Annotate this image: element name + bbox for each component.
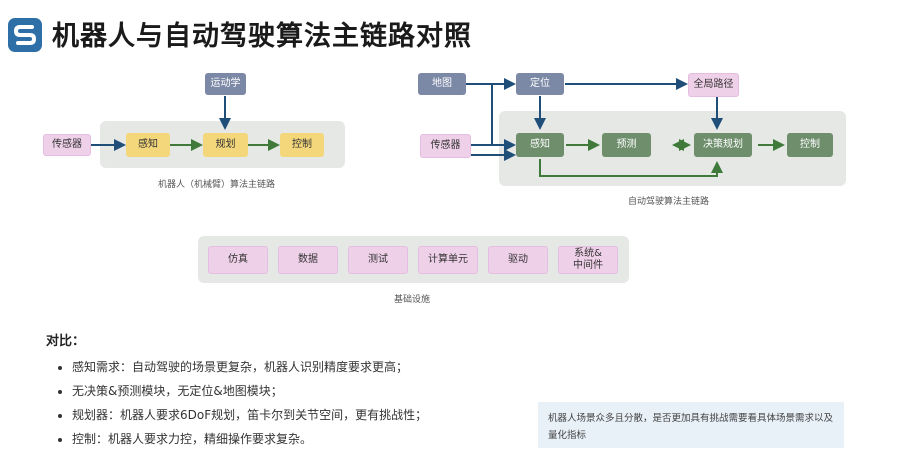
- comparison-item: 控制：机器人要求力控，精细操作要求复杂。: [72, 427, 427, 451]
- infra-system-middleware: 系统& 中间件: [558, 246, 618, 274]
- note-box: 机器人场景众多且分散，是否更加具有挑战需要看具体场景需求以及量化指标: [538, 402, 844, 448]
- robot-sensor-node: 传感器: [43, 134, 91, 156]
- robot-planning-node: 规划: [203, 133, 248, 157]
- comparison-item: 无决策&预测模块，无定位&地图模块；: [72, 379, 427, 403]
- ad-control-node: 控制: [787, 133, 833, 157]
- ad-decision-planning-node: 决策规划: [694, 133, 752, 157]
- infra-panel: [198, 236, 629, 283]
- logo: [8, 18, 42, 52]
- infra-driver: 驱动: [488, 246, 548, 274]
- comparison-heading: 对比：: [46, 334, 86, 349]
- ad-chain-caption: 自动驾驶算法主链路: [628, 197, 710, 207]
- page-title: 机器人与自动驾驶算法主链路对照: [52, 21, 472, 52]
- comparison-list: 感知需求：自动驾驶的场景更复杂，机器人识别精度要求更高； 无决策&预测模块，无定…: [54, 355, 427, 451]
- infra-compute-unit: 计算单元: [418, 246, 478, 274]
- ad-perception-node: 感知: [516, 133, 564, 157]
- map-node: 地图: [418, 73, 466, 95]
- infra-testing: 测试: [348, 246, 408, 274]
- infra-simulation: 仿真: [208, 246, 268, 274]
- robot-control-node: 控制: [280, 133, 324, 157]
- comparison-item: 感知需求：自动驾驶的场景更复杂，机器人识别精度要求更高；: [72, 355, 427, 379]
- infra-caption: 基础设施: [394, 295, 431, 305]
- robot-chain-caption: 机器人（机械臂）算法主链路: [158, 180, 276, 190]
- global-path-node: 全局路径: [688, 73, 739, 97]
- ad-prediction-node: 预测: [602, 133, 651, 157]
- comparison-item: 规划器：机器人要求6DoF规划，笛卡尔到关节空间，更有挑战性；: [72, 403, 427, 427]
- kinematics-node: 运动学: [205, 73, 246, 95]
- ad-sensor-node: 传感器: [420, 134, 471, 158]
- localization-node: 定位: [516, 73, 564, 95]
- infra-data: 数据: [278, 246, 338, 274]
- s-logo-icon: [13, 25, 37, 45]
- robot-perception-node: 感知: [126, 133, 170, 157]
